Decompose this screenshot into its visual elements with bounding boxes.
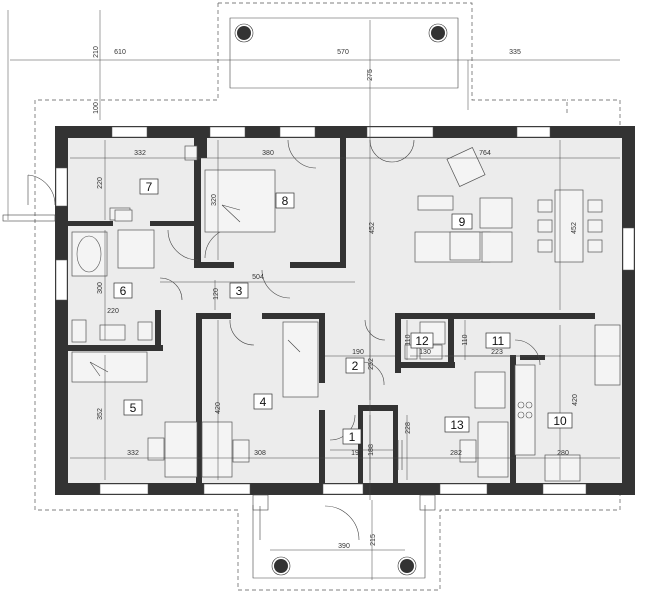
column-bottom-left <box>274 559 288 573</box>
column-top-left <box>237 26 251 40</box>
svg-text:6: 6 <box>120 284 127 298</box>
svg-text:9: 9 <box>459 215 466 229</box>
dim-r2-width: 190 <box>352 349 364 356</box>
dim-r2-height: 252 <box>368 358 375 370</box>
dim-porch-390: 390 <box>338 543 350 550</box>
room-label-7: 7 <box>139 178 159 195</box>
dim-r12-width: 130 <box>419 349 431 356</box>
desk-room-5 <box>164 421 198 478</box>
svg-text:7: 7 <box>146 180 153 194</box>
dim-r10-width: 280 <box>557 450 569 457</box>
kitchen-counter <box>514 364 536 456</box>
coffee-table <box>417 195 454 211</box>
svg-text:1: 1 <box>349 430 356 444</box>
svg-text:4: 4 <box>260 395 267 409</box>
dim-r5-height: 352 <box>97 408 104 420</box>
room-label-13: 13 <box>444 416 470 433</box>
dim-top-570: 570 <box>337 49 349 56</box>
dimension-labels: 610 570 335 210 100 275 332 380 764 220 … <box>93 46 579 550</box>
dim-r6-height: 300 <box>97 282 104 294</box>
room-label-3: 3 <box>229 282 249 299</box>
terrace-columns <box>234 23 448 576</box>
dimension-lines <box>7 10 620 580</box>
dim-r1-width: 190 <box>351 450 363 457</box>
dim-r9-height-a: 452 <box>369 222 376 234</box>
svg-text:3: 3 <box>236 284 243 298</box>
svg-text:2: 2 <box>352 359 359 373</box>
column-top-right <box>431 26 445 40</box>
dining-table <box>554 189 584 263</box>
room-label-12: 12 <box>410 332 434 349</box>
dim-r13-height: 228 <box>405 422 412 434</box>
room-label-6: 6 <box>113 282 133 299</box>
desk-room-13 <box>477 421 509 478</box>
chair-room-13 <box>474 371 506 409</box>
dim-top-335: 335 <box>509 49 521 56</box>
furniture <box>71 145 621 482</box>
room-label-10: 10 <box>547 412 573 429</box>
sink <box>99 324 126 341</box>
desk-room-4 <box>201 421 233 478</box>
dim-r3-width: 504 <box>252 274 264 281</box>
dim-left-100: 100 <box>93 102 100 114</box>
room-labels: 7 8 9 6 3 12 11 2 <box>113 178 573 445</box>
dim-r12-height: 110 <box>405 334 412 345</box>
dim-r9-height-b: 452 <box>571 222 578 234</box>
dim-r8-height: 320 <box>211 194 218 206</box>
svg-text:13: 13 <box>450 418 464 432</box>
exterior-walls <box>55 126 635 495</box>
bed-room-5 <box>71 351 148 383</box>
armchair <box>479 197 513 229</box>
room-label-1: 1 <box>342 428 362 445</box>
svg-text:5: 5 <box>130 401 137 415</box>
column-bottom-right <box>400 559 414 573</box>
dim-r7-height: 220 <box>97 177 104 189</box>
lounge-chair <box>446 147 486 187</box>
porch-pillar-right <box>419 494 436 511</box>
porch-pillar-left <box>252 494 269 511</box>
dim-r13-width: 282 <box>450 450 462 457</box>
dim-r10-height: 420 <box>572 394 579 406</box>
dim-top-610: 610 <box>114 49 126 56</box>
doors <box>27 139 541 541</box>
dim-r11-width: 223 <box>491 349 503 356</box>
svg-text:12: 12 <box>415 334 429 348</box>
dim-r4-width: 308 <box>254 450 266 457</box>
dim-porch-215: 215 <box>370 534 377 546</box>
dim-r4-height: 420 <box>215 402 222 414</box>
bed-room-4 <box>282 321 319 398</box>
dim-left-210: 210 <box>93 46 100 58</box>
room-label-2: 2 <box>345 357 365 374</box>
room-label-5: 5 <box>123 399 143 416</box>
dim-r7-width: 332 <box>134 150 146 157</box>
dim-r3-height: 120 <box>213 288 220 300</box>
shower <box>117 229 155 269</box>
dim-r8-width: 380 <box>262 150 274 157</box>
svg-text:11: 11 <box>492 334 505 348</box>
room-label-4: 4 <box>253 393 273 410</box>
dim-r6-width: 220 <box>107 308 119 315</box>
svg-text:8: 8 <box>282 194 289 208</box>
dim-r1-height: 188 <box>368 444 375 456</box>
dim-r9-width: 764 <box>479 150 491 157</box>
room-label-11: 11 <box>485 332 511 349</box>
svg-text:10: 10 <box>553 414 567 428</box>
dim-terrace-275: 275 <box>367 69 374 81</box>
side-entrance-step <box>2 214 56 222</box>
room-label-9: 9 <box>451 213 473 230</box>
room-label-8: 8 <box>275 192 295 209</box>
dim-r5-width: 332 <box>127 450 139 457</box>
dim-r11-height: 110 <box>462 334 469 345</box>
